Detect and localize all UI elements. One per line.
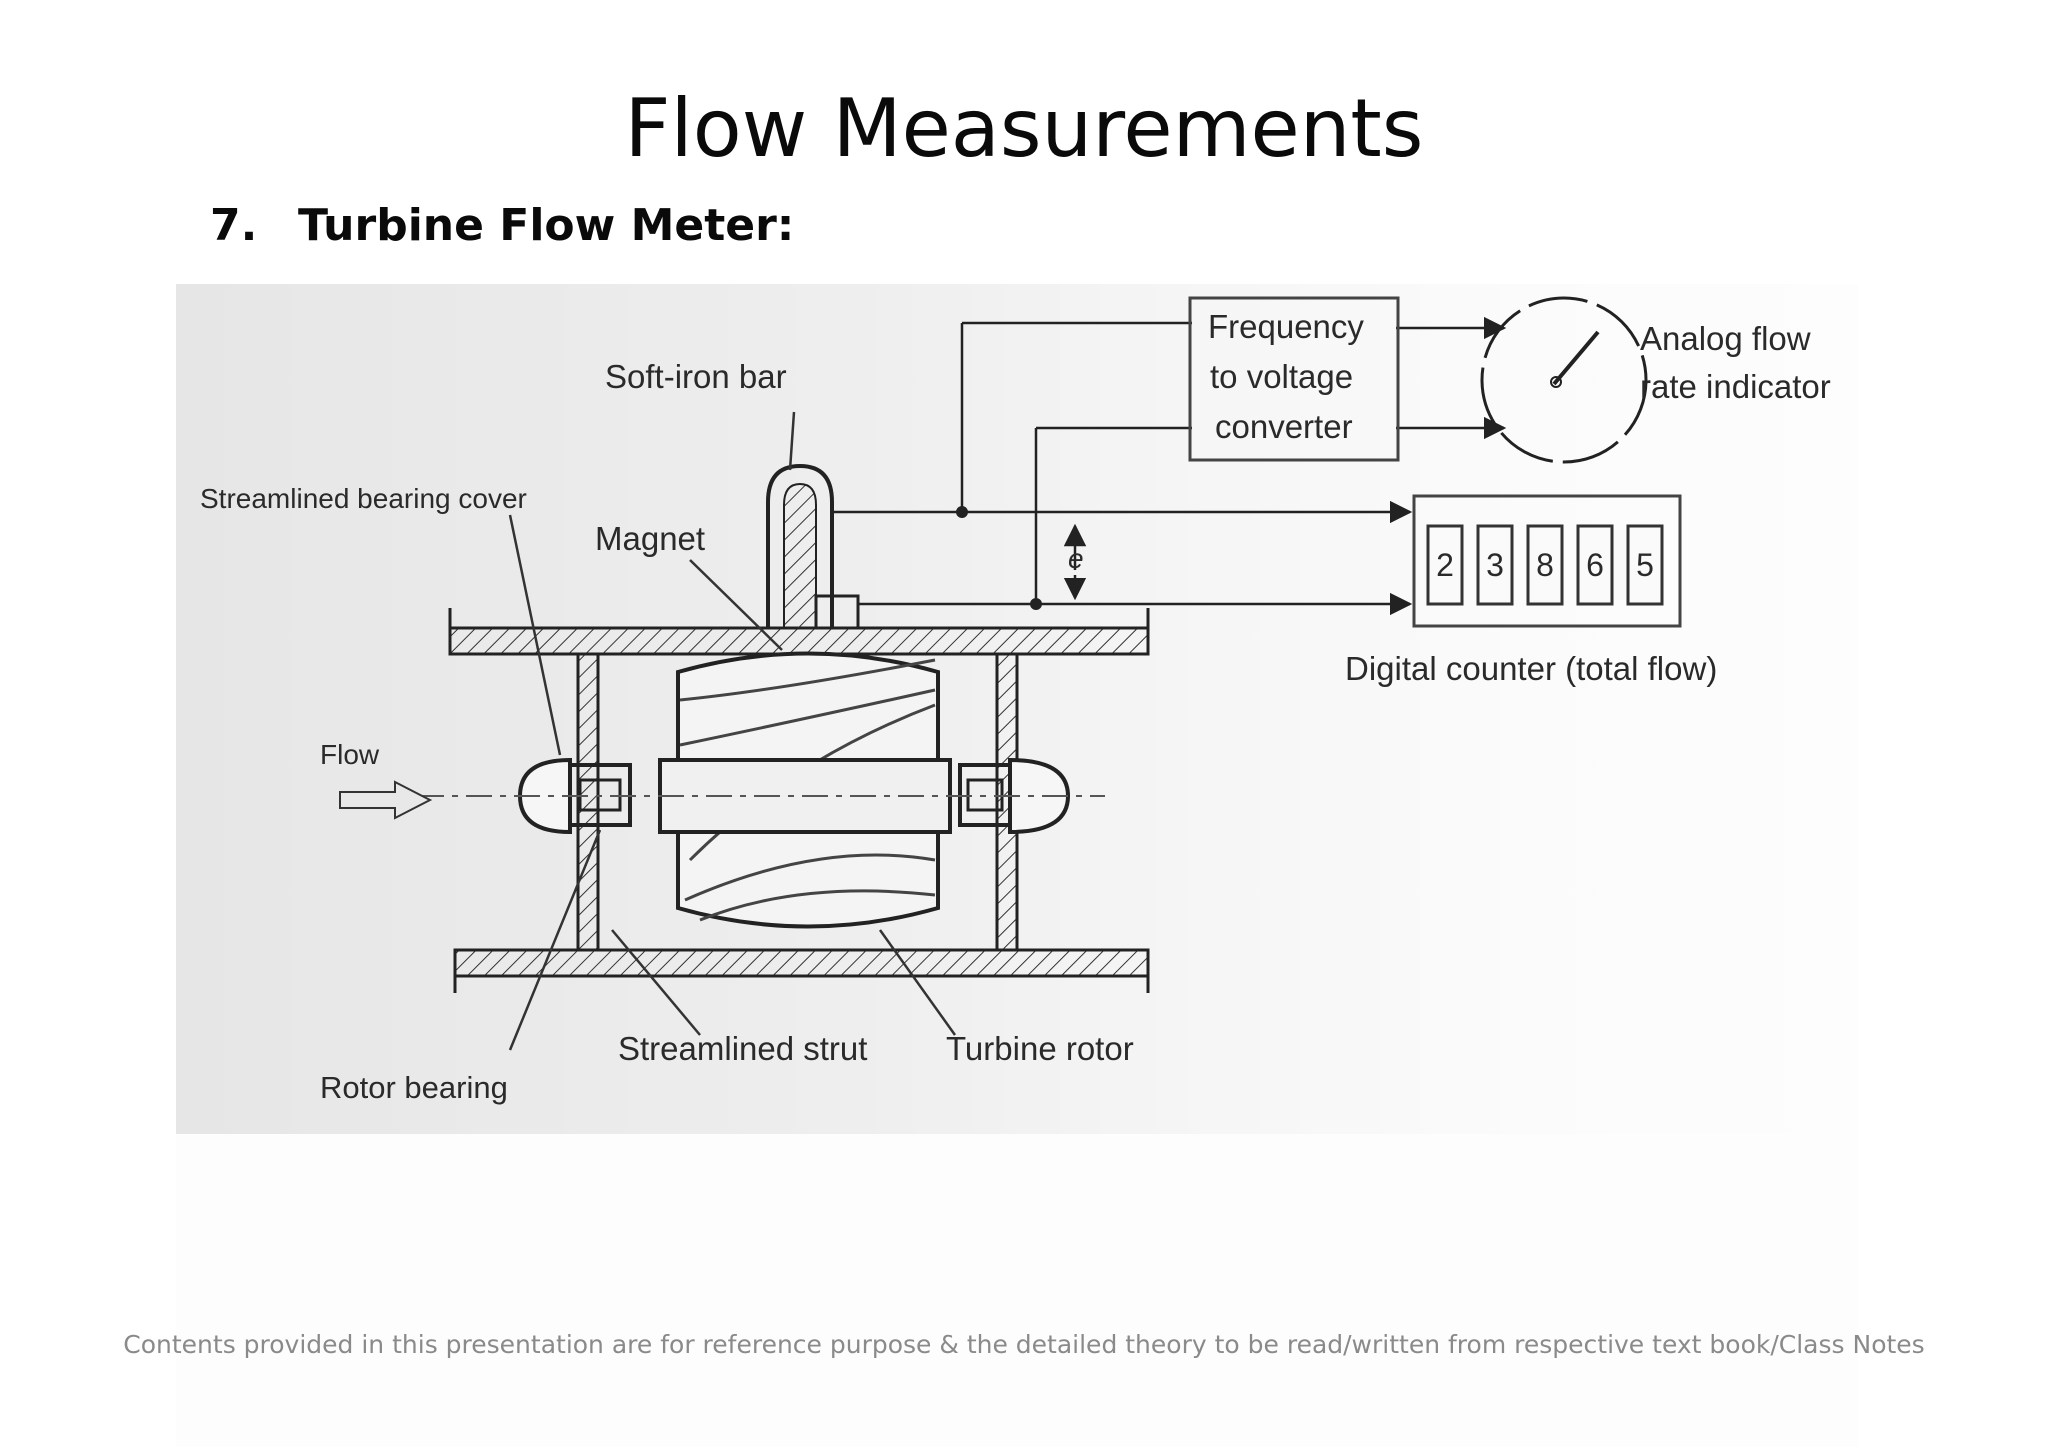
upper-pipe-wall	[448, 608, 1150, 656]
label-converter-line3: converter	[1215, 408, 1353, 445]
label-flow: Flow	[320, 739, 380, 770]
turbine-rotor	[658, 651, 952, 929]
footer-note: Contents provided in this presentation a…	[123, 1330, 1925, 1359]
label-converter-line2: to voltage	[1210, 358, 1353, 395]
soft-iron-bar-and-magnet	[766, 463, 860, 630]
label-converter-line1: Frequency	[1208, 308, 1364, 345]
label-turbine-rotor: Turbine rotor	[946, 1030, 1134, 1067]
leader-lines	[508, 411, 957, 1051]
counter-digit: 8	[1536, 547, 1554, 583]
counter-digit: 3	[1486, 547, 1504, 583]
analog-flow-rate-indicator	[1480, 296, 1648, 464]
label-digital-counter: Digital counter (total flow)	[1345, 650, 1717, 687]
flow-arrow	[339, 780, 433, 820]
section-number: 7.	[210, 200, 258, 251]
label-analog-line1: Analog flow	[1640, 320, 1811, 357]
label-emf: e	[1068, 543, 1084, 574]
label-magnet: Magnet	[595, 520, 705, 557]
section-title: Turbine Flow Meter:	[298, 200, 795, 251]
streamlined-strut-left	[576, 652, 600, 952]
label-soft-iron-bar: Soft-iron bar	[605, 358, 787, 395]
label-rotor-bearing: Rotor bearing	[320, 1070, 508, 1105]
section-heading: 7. Turbine Flow Meter:	[210, 200, 794, 251]
counter-digit: 5	[1636, 547, 1654, 583]
label-analog-line2: rate indicator	[1640, 368, 1831, 405]
counter-digit: 2	[1436, 547, 1454, 583]
lower-pipe-wall	[453, 948, 1150, 993]
signal-wiring	[832, 316, 1507, 616]
slide-title: Flow Measurements	[624, 82, 1424, 175]
frequency-to-voltage-converter-box	[1188, 296, 1400, 462]
diagram-photo-lower-area	[176, 1134, 1858, 1447]
label-streamlined-bearing-cover: Streamlined bearing cover	[200, 483, 527, 514]
label-streamlined-strut: Streamlined strut	[618, 1030, 867, 1067]
digital-counter: 2 3 8 6 5	[1412, 494, 1682, 628]
counter-digit: 6	[1586, 547, 1604, 583]
wire-junctions	[956, 506, 1042, 610]
